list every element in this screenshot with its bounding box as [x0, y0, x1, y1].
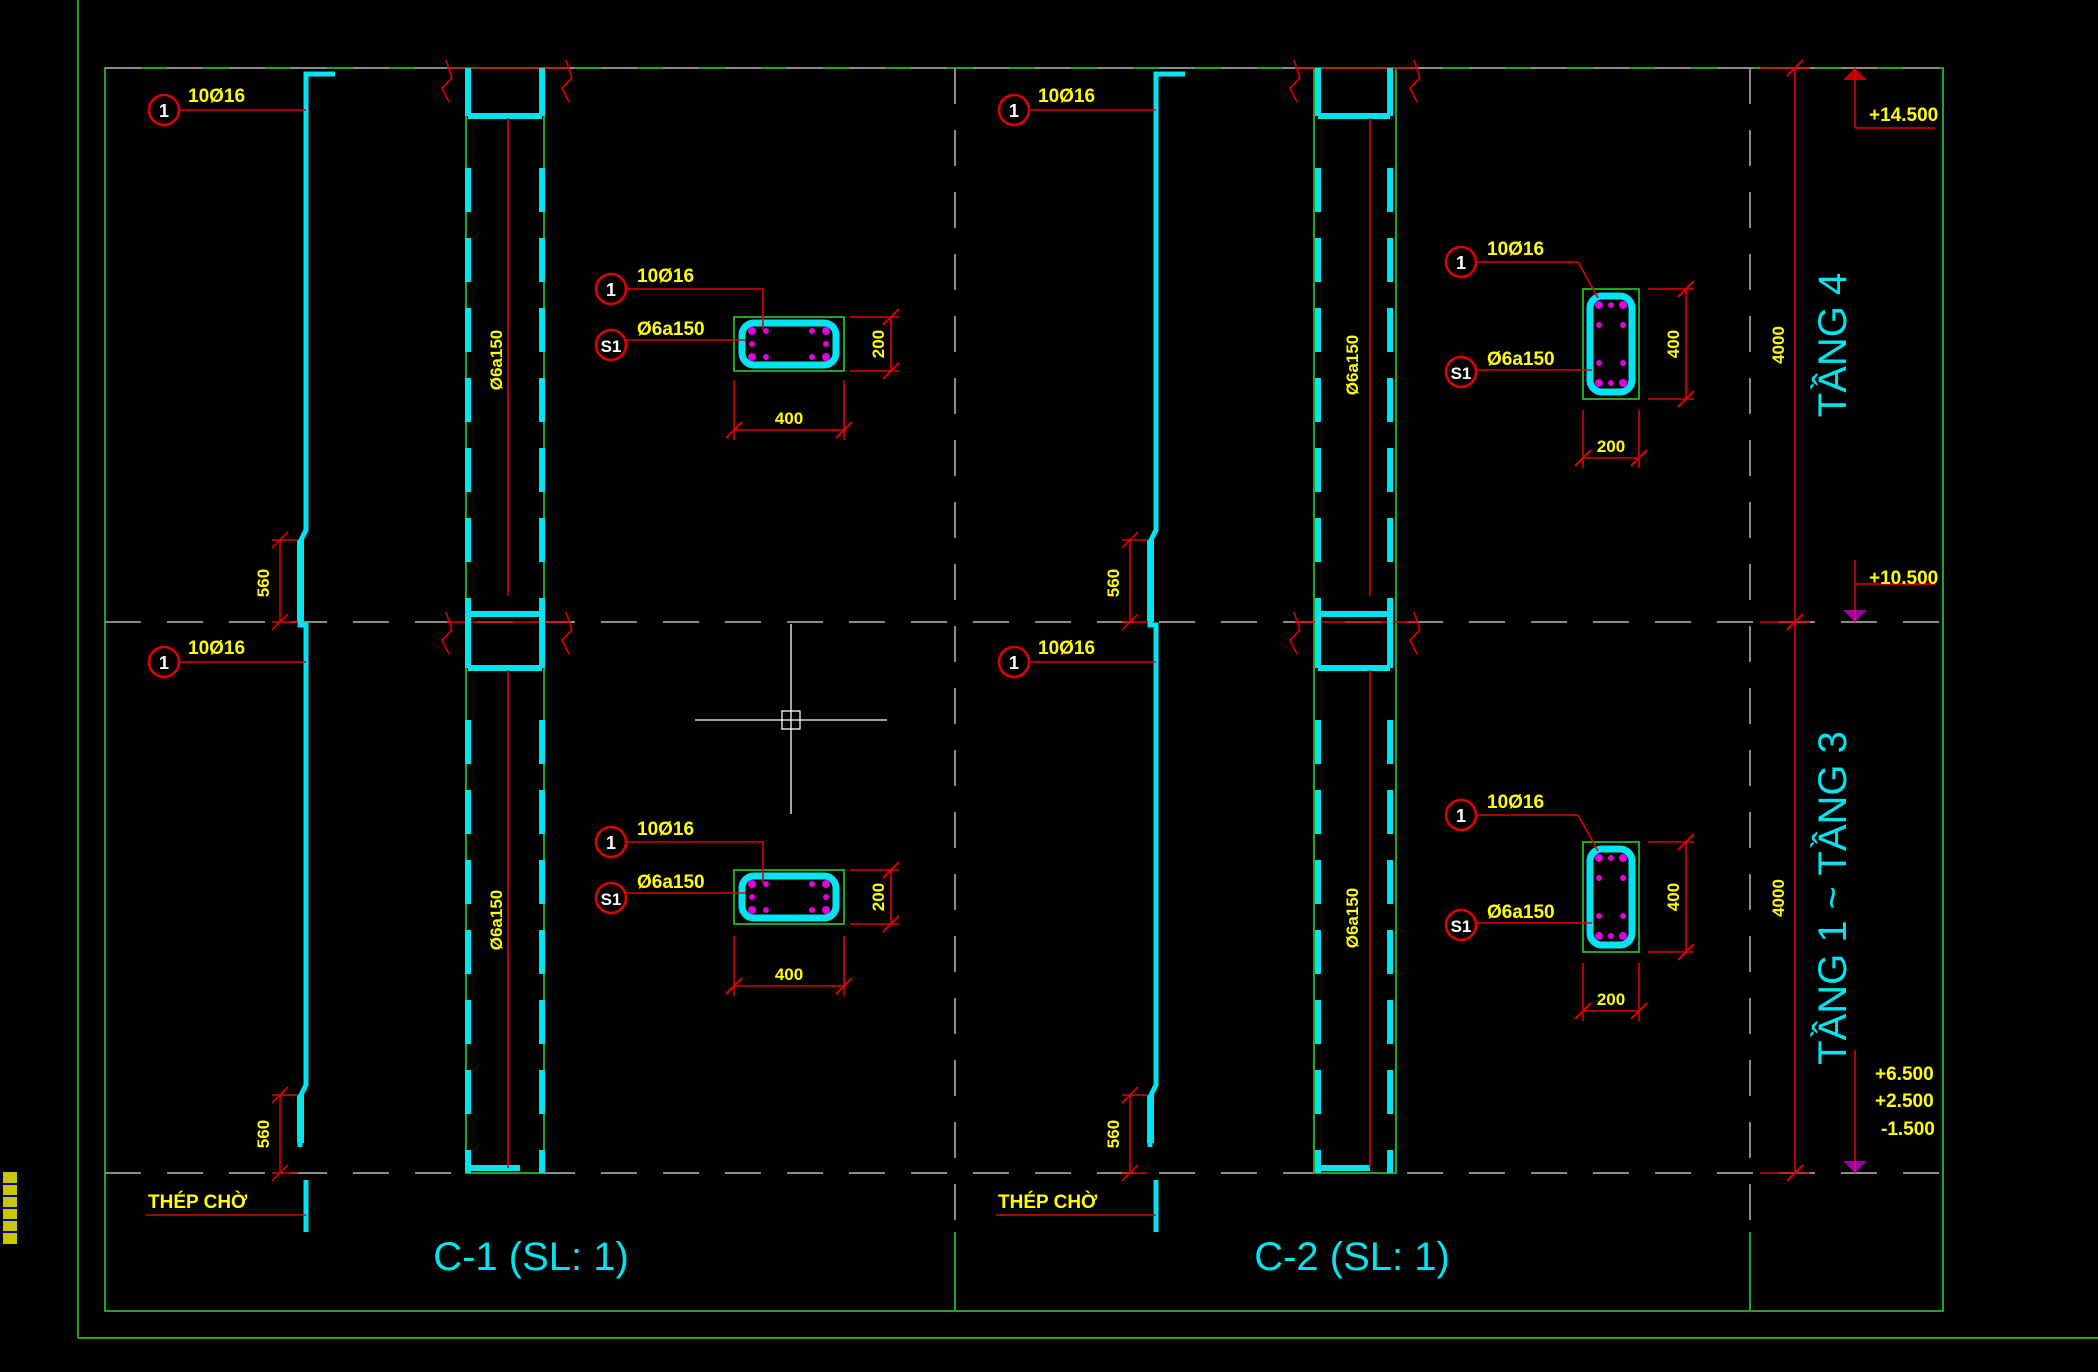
ucs-icon [3, 1172, 17, 1244]
height-upper: 4000 [1769, 326, 1788, 364]
c1-title: C-1 (SL: 1) [433, 1235, 629, 1279]
c1-sl-height: 200 [869, 883, 888, 911]
c2-su-main-mark: 1 [1456, 253, 1466, 273]
c1-lap-lower: 560 [254, 1120, 273, 1148]
c2-lap-upper: 560 [1104, 569, 1123, 597]
c2-callout-top-text: 10Ø16 [1038, 86, 1095, 107]
c1-su-stirrup-mark: S1 [601, 337, 622, 356]
c2-sl-width: 200 [1597, 990, 1625, 1009]
height-lower: 4000 [1769, 879, 1788, 917]
c1-sl-main-mark: 1 [606, 833, 616, 853]
c1-section-upper: 1 10Ø16 S1 Ø6a150 400 200 [594, 266, 900, 440]
elev-mid: +10.500 [1869, 568, 1938, 589]
c2-section-lower: 1 10Ø16 S1 Ø6a150 200 400 [1444, 792, 1695, 1021]
elev-low-3: -1.500 [1881, 1119, 1935, 1140]
story-upper-label: TẦNG 4 [1809, 273, 1855, 417]
c1-sl-main-text: 10Ø16 [637, 819, 694, 840]
sheet-border [104, 67, 1944, 1312]
c1-section-lower: 1 10Ø16 S1 Ø6a150 400 200 [594, 819, 900, 996]
c1-stirrup-upper-text: Ø6a150 [487, 330, 506, 391]
c1-su-main-text: 10Ø16 [637, 266, 694, 287]
c1-sl-stirrup-mark: S1 [601, 890, 622, 909]
c2-stirrup-upper-text: Ø6a150 [1343, 335, 1362, 396]
c1-lap-upper: 560 [254, 569, 273, 597]
c2-sl-main-text: 10Ø16 [1487, 792, 1544, 813]
c2-callout-mid-mark: 1 [1009, 653, 1019, 673]
c1-stirrup-lower-text: Ø6a150 [487, 890, 506, 951]
c2-callout-mid: 1 10Ø16 [997, 638, 1156, 679]
c2-stirrup-dashes [1315, 168, 1393, 1114]
c2-lap-lower: 560 [1104, 1120, 1123, 1148]
c2-callout-top: 1 10Ø16 [997, 86, 1156, 127]
c1-su-stirrup-text: Ø6a150 [637, 319, 705, 340]
c2-main-bar [1147, 71, 1185, 1232]
column-c2: 560 560 1 10Ø16 1 10Ø16 THÉP CHỜ [996, 59, 1695, 1279]
c1-starter-bar-label: THÉP CHỜ [146, 1191, 306, 1216]
c2-sl-main-mark: 1 [1456, 806, 1466, 826]
level-lines [105, 67, 1943, 1232]
c2-section-upper: 1 10Ø16 S1 Ø6a150 200 400 [1444, 239, 1695, 468]
c2-su-height: 400 [1664, 330, 1683, 358]
c1-stirrup-dashes [465, 168, 545, 1114]
c1-callout-mid-text: 10Ø16 [188, 638, 245, 659]
c2-starter-text: THÉP CHỜ [998, 1191, 1098, 1213]
c1-callout-mid-mark: 1 [159, 653, 169, 673]
crosshair-cursor [695, 624, 887, 814]
c1-main-bar [297, 71, 335, 1232]
elev-low-2: +2.500 [1875, 1091, 1934, 1112]
c1-callout-top-text: 10Ø16 [188, 86, 245, 107]
level-annotations: 4000 4000 TẦNG 4 TẦNG 1 ~ TẦNG 3 +14.500… [1760, 59, 1938, 1182]
c1-starter-text: THÉP CHỜ [148, 1191, 248, 1213]
c2-stirrup-lower-text: Ø6a150 [1343, 888, 1362, 949]
c1-su-width: 400 [775, 409, 803, 428]
c2-su-width: 200 [1597, 437, 1625, 456]
c2-sl-stirrup-mark: S1 [1451, 917, 1472, 936]
c2-sl-height: 400 [1664, 883, 1683, 911]
elev-low-1: +6.500 [1875, 1064, 1934, 1085]
c2-callout-top-mark: 1 [1009, 101, 1019, 121]
c2-su-stirrup-text: Ø6a150 [1487, 349, 1555, 370]
column-c1: 560 560 1 10Ø16 1 10Ø16 THÉP CHỜ [146, 59, 900, 1279]
c2-sl-stirrup-text: Ø6a150 [1487, 902, 1555, 923]
c1-callout-mid: 1 10Ø16 [147, 638, 306, 679]
c1-sl-width: 400 [775, 965, 803, 984]
elev-top: +14.500 [1869, 105, 1938, 126]
c2-title: C-2 (SL: 1) [1254, 1235, 1450, 1279]
c1-lap-dimensions: 560 560 [254, 531, 298, 1182]
viewport-border [77, 0, 2098, 1339]
c2-su-stirrup-mark: S1 [1451, 364, 1472, 383]
c1-su-main-mark: 1 [606, 280, 616, 300]
c1-callout-top-mark: 1 [159, 101, 169, 121]
c1-sl-stirrup-text: Ø6a150 [637, 872, 705, 893]
story-lower-label: TẦNG 1 ~ TẦNG 3 [1809, 731, 1855, 1065]
c1-stirrup-elevation: Ø6a150 Ø6a150 [441, 59, 573, 1174]
c2-lap-dimensions: 560 560 [1104, 531, 1148, 1182]
c2-stirrup-elevation: Ø6a150 Ø6a150 [1289, 59, 1421, 1174]
c2-starter-bar-label: THÉP CHỜ [996, 1191, 1156, 1216]
c1-su-height: 200 [869, 330, 888, 358]
c1-callout-top: 1 10Ø16 [147, 86, 306, 127]
c2-callout-mid-text: 10Ø16 [1038, 638, 1095, 659]
c2-su-main-text: 10Ø16 [1487, 239, 1544, 260]
